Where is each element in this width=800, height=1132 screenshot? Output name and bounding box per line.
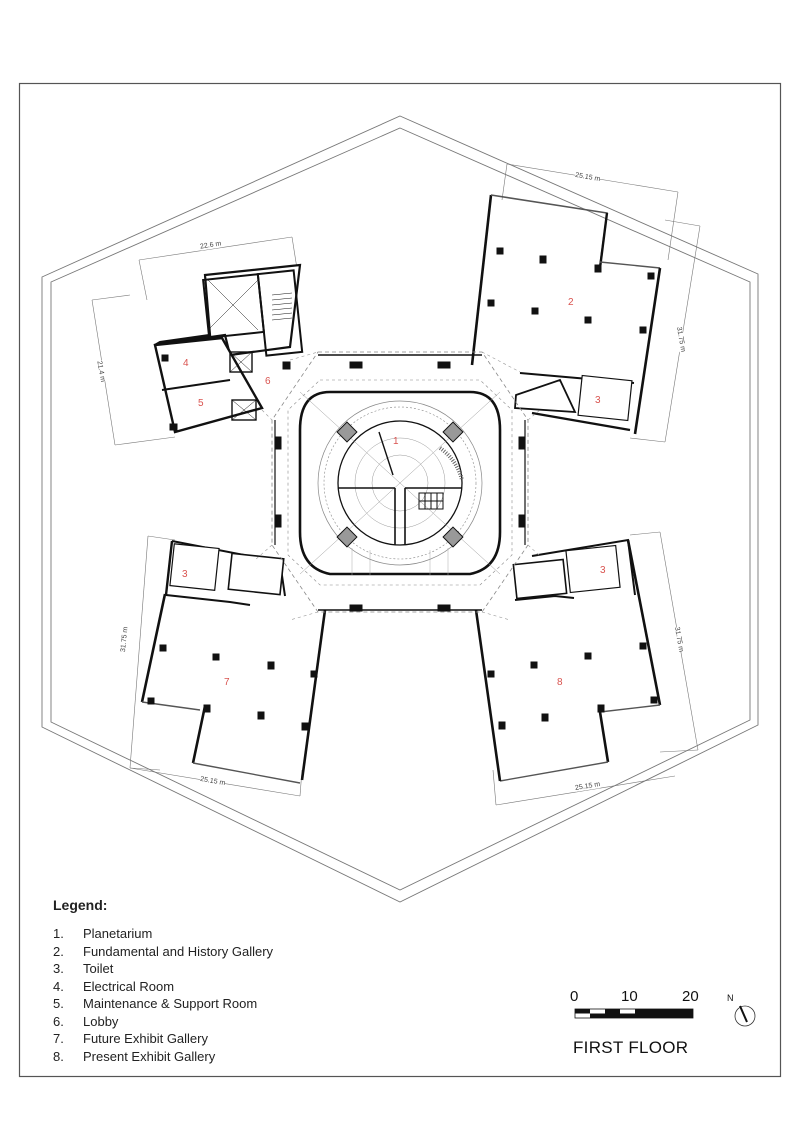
service-block-upper-left	[153, 263, 304, 434]
planetarium-hall	[271, 351, 529, 613]
legend-label: Electrical Room	[83, 978, 175, 994]
legend-number: 1.	[53, 926, 64, 941]
gallery-8-block	[474, 538, 662, 782]
legend-item: 2. Fundamental and History Gallery	[53, 943, 273, 961]
legend-label: Planetarium	[83, 926, 153, 941]
legend-item: 3. Toilet	[53, 960, 273, 978]
room-label-fundamental-gallery: 2	[568, 297, 574, 308]
gallery-7-block	[140, 540, 327, 784]
room-label-toilet-lower-left: 3	[182, 569, 188, 580]
compass-icon	[734, 1005, 756, 1027]
legend-number: 4.	[53, 978, 64, 994]
north-arrow: N	[727, 993, 757, 1033]
legend-list: 1. Planetarium 2. Fundamental and History …	[53, 925, 273, 1065]
legend-label: Maintenance & Support Room	[83, 996, 258, 1011]
legend-label: Future Exhibit Gallery	[83, 1031, 208, 1046]
legend-number: 7.	[53, 1031, 64, 1046]
room-label-future-gallery: 7	[224, 677, 230, 688]
corridor-connectors	[254, 351, 541, 621]
legend-number: 2.	[53, 943, 64, 959]
legend: Legend: 1. Planetarium 2. Fundamental and …	[53, 897, 273, 1065]
floor-title: FIRST FLOOR	[573, 1038, 689, 1057]
legend-label: Fundamental and History Gallery	[83, 943, 274, 959]
scale-tick-20: 20	[682, 988, 699, 1005]
legend-item: 4. Electrical Room	[53, 978, 273, 996]
scale-tick-labels: 0 10 20	[568, 988, 708, 1006]
legend-label: Toilet	[83, 961, 114, 976]
hexagon-site-outline	[41, 115, 759, 903]
room-label-lobby: 6	[265, 376, 271, 387]
legend-title: Legend:	[53, 897, 108, 913]
scale-bar-graphic	[574, 1008, 694, 1019]
scale-tick-10: 10	[621, 988, 638, 1005]
gallery-2-block	[470, 194, 662, 435]
legend-label: Present Exhibit Gallery	[83, 1048, 216, 1064]
legend-item: 1. Planetarium	[53, 925, 273, 943]
legend-item: 8. Present Exhibit Gallery	[53, 1048, 273, 1066]
legend-item: 6. Lobby	[53, 1013, 273, 1031]
dimension-lines	[91, 163, 701, 806]
room-label-maintenance-room: 5	[198, 398, 204, 409]
legend-number: 3.	[53, 961, 64, 976]
north-label: N	[727, 993, 734, 1003]
legend-number: 5.	[53, 996, 64, 1011]
legend-number: 8.	[53, 1048, 64, 1064]
sheet-frame	[18, 82, 782, 1078]
legend-label: Lobby	[83, 1013, 119, 1029]
legend-item: 7. Future Exhibit Gallery	[53, 1030, 273, 1048]
room-label-present-gallery: 8	[557, 677, 563, 688]
legend-item: 5. Maintenance & Support Room	[53, 995, 273, 1013]
scale-bar: 0 10 20	[568, 988, 708, 1020]
room-label-electrical-room: 4	[183, 358, 189, 369]
room-label-toilet-upper-right: 3	[595, 395, 601, 406]
scale-tick-0: 0	[570, 988, 579, 1005]
legend-number: 6.	[53, 1013, 64, 1029]
room-label-toilet-lower-right: 3	[600, 565, 606, 576]
room-label-planetarium: 1	[393, 436, 399, 447]
